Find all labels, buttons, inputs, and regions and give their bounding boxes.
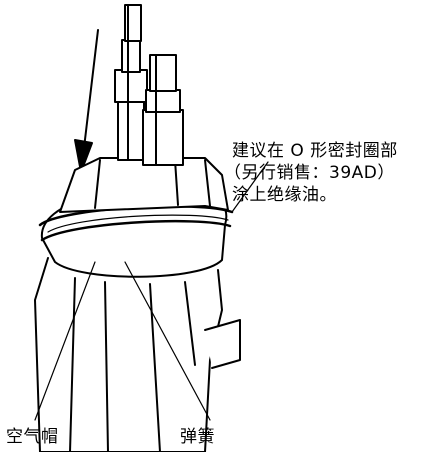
o-ring-leader xyxy=(231,161,269,213)
o-ring-note-line2: （另行销售：39AD） xyxy=(224,163,395,183)
air-cap-label: 空气帽 xyxy=(6,427,59,447)
spring-label: 弹簧 xyxy=(180,427,215,447)
tube-left xyxy=(114,4,148,161)
o-ring-note-line1: 建议在 O 形密封圈部 xyxy=(232,141,398,161)
connector-body xyxy=(34,257,241,452)
o-ring-note-line3: 涂上绝缘油。 xyxy=(232,185,337,205)
o-ring-note: 建议在 O 形密封圈部 （另行销售：39AD） 涂上绝缘油。 xyxy=(224,140,398,206)
upper-cap xyxy=(59,157,229,213)
insertion-arrow xyxy=(74,29,99,173)
spring-leader xyxy=(124,261,211,421)
leader-lines xyxy=(34,161,269,421)
tube-right xyxy=(142,54,184,166)
air-cap-leader xyxy=(34,261,96,421)
